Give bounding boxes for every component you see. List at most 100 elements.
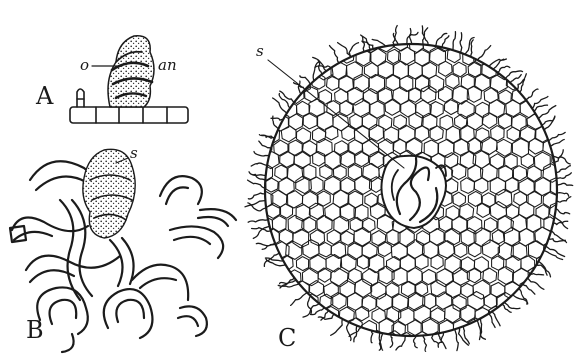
cell <box>356 332 371 349</box>
cell <box>475 332 489 348</box>
cell <box>552 335 565 349</box>
cell <box>280 74 295 91</box>
cell <box>301 317 317 335</box>
cell <box>281 51 295 66</box>
panel-c-drawing: C s <box>241 26 573 352</box>
cell <box>258 295 272 310</box>
cell <box>526 87 541 103</box>
hypha-strand <box>537 106 556 121</box>
cell <box>241 218 256 234</box>
hypha-strand <box>330 46 341 65</box>
cell <box>242 267 257 283</box>
cell <box>514 319 529 337</box>
hypha-strand <box>477 46 491 62</box>
cell <box>551 308 564 323</box>
part-label-o: o <box>80 56 89 74</box>
cell <box>534 75 550 94</box>
cell <box>558 320 572 335</box>
hypha-strand <box>264 252 280 267</box>
cell <box>287 36 304 55</box>
cell <box>550 102 564 118</box>
cell <box>288 292 305 311</box>
cell <box>256 319 272 336</box>
cell <box>259 269 272 284</box>
cell <box>528 294 543 310</box>
cell <box>514 36 528 51</box>
cell <box>556 35 571 52</box>
cell <box>324 334 339 350</box>
cell <box>521 47 537 66</box>
cell <box>288 61 303 77</box>
cell <box>259 113 271 128</box>
hypha-strand <box>395 26 399 47</box>
cell <box>558 218 572 234</box>
hypha-strand <box>454 327 458 350</box>
cell <box>244 90 257 104</box>
panel-b-sex-organ <box>83 149 135 238</box>
cell <box>274 267 289 284</box>
cell <box>242 38 256 54</box>
part-label-s-c: s <box>256 42 264 60</box>
hypha-strand <box>248 217 269 222</box>
hypha-strand <box>526 276 543 289</box>
cell <box>250 333 264 349</box>
cell <box>244 164 258 180</box>
cell <box>294 49 310 67</box>
cell <box>559 86 574 103</box>
cell <box>528 37 541 52</box>
cell <box>319 321 332 335</box>
cell <box>338 330 354 348</box>
panel-b-label: B <box>26 316 44 344</box>
cell <box>251 257 265 274</box>
panel-b-drawing: B s <box>10 144 236 352</box>
cell <box>542 319 558 337</box>
cell <box>281 307 294 321</box>
cell <box>498 35 512 51</box>
cell <box>536 306 551 323</box>
cell <box>558 62 573 78</box>
panel-a-drawing: A o an <box>35 36 188 123</box>
cell <box>242 320 257 337</box>
part-label-s-b: s <box>130 144 138 162</box>
cell <box>244 140 257 155</box>
cell <box>333 35 347 51</box>
cell <box>538 51 550 66</box>
cell <box>264 308 279 325</box>
panel-a-sex-organ <box>108 36 154 107</box>
cell <box>521 332 534 346</box>
cell <box>251 307 265 322</box>
cell <box>318 36 332 51</box>
cell <box>534 330 551 348</box>
cell <box>558 114 572 129</box>
cell <box>559 269 573 284</box>
cell <box>251 74 266 91</box>
cell <box>542 294 555 309</box>
cell <box>560 294 573 308</box>
hypha-strand <box>458 326 469 345</box>
hypha-strand <box>460 33 462 55</box>
panel-c-label: C <box>278 324 296 352</box>
cell <box>550 74 564 90</box>
cell <box>266 281 280 297</box>
hypha-strand <box>331 318 345 336</box>
cell <box>273 292 290 311</box>
cell <box>256 86 272 103</box>
hypha-strand <box>291 292 309 306</box>
cell <box>273 35 289 54</box>
part-label-an: an <box>158 56 177 74</box>
cell <box>545 88 558 103</box>
cell <box>544 63 557 77</box>
cell <box>529 62 544 79</box>
cell <box>542 34 557 51</box>
cell <box>243 61 257 77</box>
cell <box>257 62 272 80</box>
cell <box>497 318 513 335</box>
cell <box>506 50 519 65</box>
cell <box>250 279 266 297</box>
cell <box>301 34 318 53</box>
cell <box>296 334 309 348</box>
cell <box>505 309 517 323</box>
cell <box>551 283 564 298</box>
panel-a-label: A <box>35 82 54 110</box>
